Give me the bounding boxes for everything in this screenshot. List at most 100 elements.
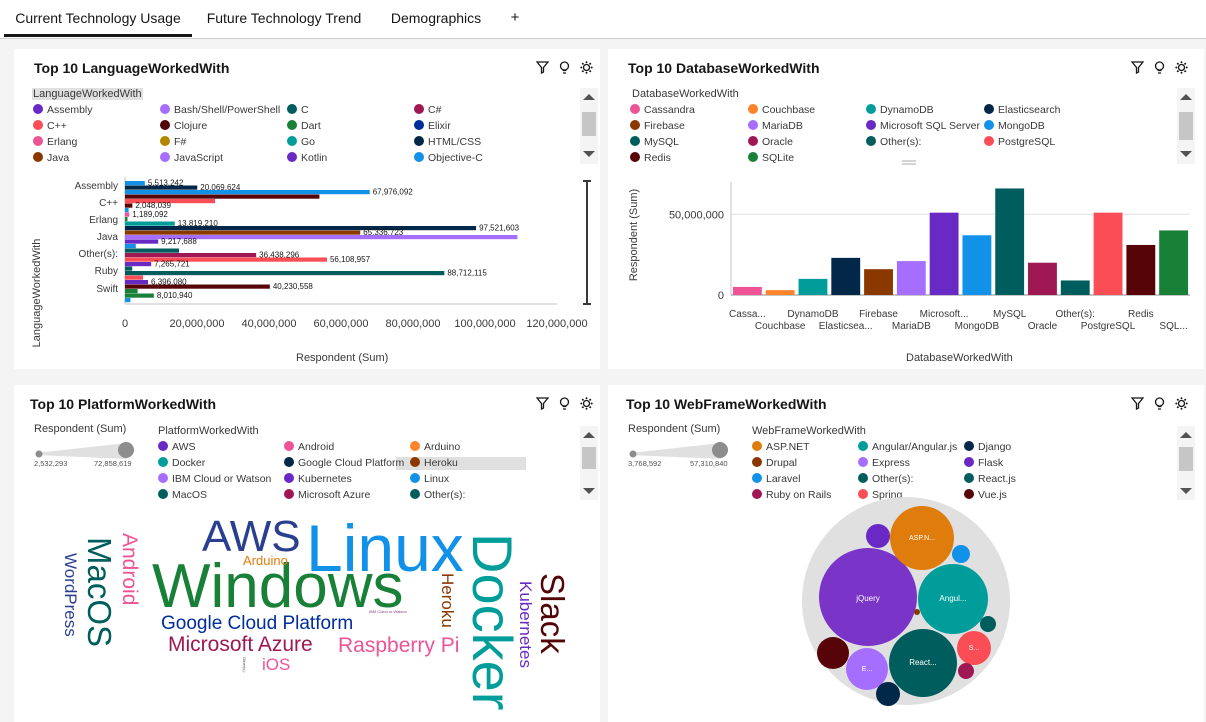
- legend-item[interactable]: Express: [858, 457, 910, 469]
- legend-swatch: [410, 441, 420, 451]
- legend-item[interactable]: MySQL: [630, 136, 679, 148]
- y-tick-label: Java: [97, 232, 119, 243]
- legend-item[interactable]: Redis: [630, 152, 671, 164]
- focus-icon[interactable]: [580, 61, 593, 74]
- legend-item[interactable]: Google Cloud Platform: [284, 457, 404, 469]
- word-other: Other(s):: [242, 657, 247, 673]
- legend-item[interactable]: Angular/Angular.js: [858, 441, 957, 453]
- legend-item[interactable]: Elixir: [414, 120, 451, 132]
- legend-item[interactable]: Go: [287, 136, 315, 148]
- legend-item[interactable]: ASP.NET: [752, 441, 810, 453]
- filter-icon[interactable]: [1130, 397, 1145, 411]
- focus-icon[interactable]: [580, 397, 593, 410]
- legend-item[interactable]: MacOS: [158, 489, 207, 501]
- scroll-up-icon[interactable]: [1180, 94, 1192, 100]
- legend-scrollbar[interactable]: [580, 426, 598, 500]
- tab-current-technology-usage[interactable]: Current Technology Usage: [4, 0, 192, 37]
- legend-item[interactable]: Dart: [287, 120, 321, 132]
- legend-swatch: [748, 136, 758, 146]
- focus-icon[interactable]: [1175, 61, 1188, 74]
- legend-item[interactable]: F#: [160, 136, 186, 148]
- legend-item[interactable]: Cassandra: [630, 104, 695, 116]
- size-slider[interactable]: [34, 439, 134, 459]
- tab-future-technology-trend[interactable]: Future Technology Trend: [206, 10, 362, 26]
- data-label: 9,217,688: [161, 237, 197, 246]
- focus-icon[interactable]: [1175, 397, 1188, 410]
- add-tab-button[interactable]: +: [510, 9, 520, 26]
- legend-item[interactable]: Elasticsearch: [984, 104, 1060, 116]
- legend-item[interactable]: Bash/Shell/PowerShell: [160, 104, 280, 116]
- scroll-thumb[interactable]: [1179, 112, 1193, 140]
- legend-item[interactable]: Java: [33, 152, 69, 164]
- legend-item[interactable]: DynamoDB: [866, 104, 934, 116]
- scroll-down-icon[interactable]: [583, 488, 595, 494]
- scroll-thumb[interactable]: [1179, 447, 1193, 471]
- legend-item[interactable]: Vue.js: [964, 489, 1007, 501]
- scroll-up-icon[interactable]: [1180, 432, 1192, 438]
- legend-item[interactable]: Linux: [410, 473, 449, 485]
- legend-item[interactable]: MongoDB: [984, 120, 1045, 132]
- legend-label: Arduino: [424, 441, 461, 453]
- legend-item[interactable]: Drupal: [752, 457, 797, 469]
- legend-item[interactable]: MariaDB: [748, 120, 803, 132]
- legend-scrollbar[interactable]: [1177, 88, 1195, 164]
- legend-item[interactable]: AWS: [158, 441, 196, 453]
- scroll-down-icon[interactable]: [1180, 151, 1192, 157]
- panel-title: Top 10 LanguageWorkedWith: [34, 60, 230, 76]
- size-slider[interactable]: [628, 439, 728, 459]
- lightbulb-icon[interactable]: [1153, 397, 1166, 410]
- legend-item[interactable]: Clojure: [160, 120, 207, 132]
- legend-item[interactable]: HTML/CSS: [414, 136, 481, 148]
- legend-item[interactable]: Assembly: [33, 104, 93, 116]
- filter-icon[interactable]: [535, 61, 550, 75]
- legend-item[interactable]: Kubernetes: [284, 473, 352, 485]
- legend-swatch: [284, 473, 294, 483]
- scroll-down-icon[interactable]: [1180, 488, 1192, 494]
- legend-item[interactable]: Android: [284, 441, 334, 453]
- legend-item[interactable]: Heroku: [410, 457, 458, 469]
- legend-item[interactable]: Microsoft SQL Server: [866, 120, 980, 132]
- legend-swatch: [630, 104, 640, 114]
- legend-item[interactable]: React.js: [964, 473, 1016, 485]
- legend-item[interactable]: Microsoft Azure: [284, 489, 370, 501]
- legend-item[interactable]: Django: [964, 441, 1011, 453]
- legend-item[interactable]: IBM Cloud or Watson: [158, 473, 271, 485]
- bar: [125, 199, 215, 204]
- legend-item[interactable]: Ruby on Rails: [752, 489, 831, 501]
- legend-item[interactable]: Couchbase: [748, 104, 815, 116]
- legend-item[interactable]: Other(s):: [866, 136, 921, 148]
- tab-demographics[interactable]: Demographics: [390, 10, 482, 26]
- legend-item[interactable]: C: [287, 104, 309, 116]
- legend-item[interactable]: Kotlin: [287, 152, 327, 164]
- filter-icon[interactable]: [535, 397, 550, 411]
- legend-scrollbar[interactable]: [1177, 426, 1195, 500]
- legend-item[interactable]: Other(s):: [410, 489, 465, 501]
- legend-item[interactable]: C#: [414, 104, 441, 116]
- legend-scrollbar[interactable]: [580, 88, 598, 164]
- legend-item[interactable]: Erlang: [33, 136, 77, 148]
- scroll-thumb[interactable]: [582, 112, 596, 136]
- scroll-down-icon[interactable]: [583, 151, 595, 157]
- legend-item[interactable]: Objective-C: [414, 152, 483, 164]
- scroll-thumb[interactable]: [582, 447, 596, 469]
- legend-item[interactable]: Flask: [964, 457, 1003, 469]
- legend-item[interactable]: C++: [33, 120, 67, 132]
- legend-item[interactable]: Firebase: [630, 120, 685, 132]
- legend-item[interactable]: Laravel: [752, 473, 800, 485]
- legend-item[interactable]: Oracle: [748, 136, 793, 148]
- legend-item[interactable]: JavaScript: [160, 152, 223, 164]
- scroll-up-icon[interactable]: [583, 432, 595, 438]
- legend-item[interactable]: SQLite: [748, 152, 794, 164]
- scroll-up-icon[interactable]: [583, 94, 595, 100]
- lightbulb-icon[interactable]: [558, 61, 571, 74]
- lightbulb-icon[interactable]: [558, 397, 571, 410]
- filter-icon[interactable]: [1130, 61, 1145, 75]
- lightbulb-icon[interactable]: [1153, 61, 1166, 74]
- bar: [125, 194, 320, 199]
- legend-item[interactable]: Other(s):: [858, 473, 913, 485]
- word-linux: Linux: [306, 511, 464, 585]
- legend-item[interactable]: PostgreSQL: [984, 136, 1055, 148]
- bubble-drupal: [914, 609, 920, 615]
- legend-item[interactable]: Arduino: [410, 441, 460, 453]
- legend-item[interactable]: Docker: [158, 457, 205, 469]
